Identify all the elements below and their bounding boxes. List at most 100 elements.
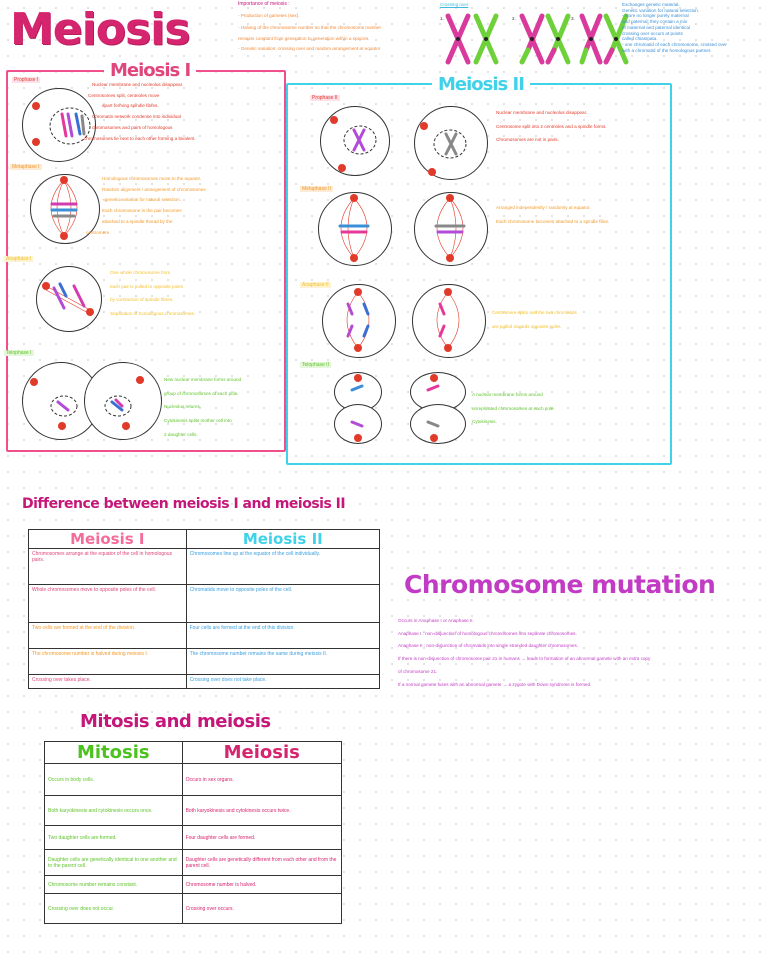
note-line: A nuclear membrane forms around	[472, 392, 543, 397]
importance-line: - Halving of the chromosome number so th…	[238, 24, 381, 30]
note-line: Anaphase II : non-disjunction of chromat…	[398, 643, 579, 649]
difference-col-meiosis-1: Meiosis I	[28, 529, 187, 549]
difference-col-meiosis-2: Meiosis II	[185, 529, 381, 549]
metaphase-1-notes: Homologous chromosomes move to the equat…	[86, 176, 206, 235]
prophase-2-notes: Nuclear membrane and nucleolus disappear…	[496, 110, 607, 143]
telophase-2-cell-4	[410, 404, 466, 444]
note-line: apart forming spindle fibres.	[102, 103, 159, 109]
table-cell: Crossing over occurs.	[181, 893, 343, 924]
table-cell: Daughter cells are genetically different…	[181, 849, 343, 876]
note-line: Anaphase I : non-disjunction of homologo…	[398, 630, 577, 636]
crossing-note: crossing over occurs at points	[622, 30, 683, 36]
crossing-over-heading: Crossing over	[440, 2, 469, 7]
crossing-note: Genetic variation for natural selection.	[622, 7, 700, 13]
note-line: Homologous chromosomes move to the equat…	[102, 176, 202, 181]
note-line: Each chromosome becomes attached to a sp…	[496, 218, 610, 224]
crossing-step-number: 3.	[571, 16, 575, 21]
crossing-step-number: 2.	[512, 16, 516, 21]
table-cell: Two daughter cells are formed.	[44, 825, 183, 850]
telophase-1-cell-right	[84, 362, 162, 440]
table-row: Two cells are formed at the end of the d…	[28, 622, 381, 649]
crossing-note: - one chromatid of each chromosome, cros…	[622, 42, 727, 48]
note-line: If a normal gamete fuses with an abnorma…	[398, 681, 592, 687]
table-row: Crossing over does not occur. Crossing o…	[44, 893, 343, 924]
stage-label: Metaphase I	[10, 164, 42, 170]
note-line: chromosomes lie next to each other formi…	[84, 135, 196, 141]
importance-line: remains constant from generation to gene…	[238, 35, 370, 41]
importance-line: - Genetic variation: crossing over and r…	[238, 46, 381, 52]
table-row: Crossing over takes place. Crossing over…	[28, 674, 381, 689]
prophase-1-notes: Nuclear membrane and nucleolus disappear…	[84, 82, 196, 141]
difference-heading: Difference between meiosis I and meiosis…	[22, 496, 346, 512]
mutation-heading: Chromosome mutation	[404, 570, 716, 599]
note-line: Centrosomes split, centrioles move	[88, 92, 160, 98]
table-cell: Occurs in body cells.	[44, 763, 183, 796]
note-line: Centromere splits and the two chromatids	[492, 310, 577, 315]
crossing-note: with a chromatid of the homologous partn…	[622, 47, 712, 53]
table-cell: Both karyokinesis and cytokinesis occurs…	[44, 795, 183, 826]
table-cell: Crossing over does not take place.	[185, 674, 381, 689]
note-line: chromosomes and pairs of homologous	[92, 124, 173, 130]
table-cell: Whole chromosomes move to opposite poles…	[28, 584, 187, 623]
table-row: Occurs in body cells. Occurs in sex orga…	[44, 763, 343, 796]
note-line: - genetic variation for natural selectio…	[102, 197, 181, 203]
note-line: Cytokinesis splits mother cell into	[164, 418, 232, 424]
note-line: Occurs in Anaphase I or Anaphase II.	[398, 618, 474, 623]
note-line: unreplicated chromosomes at each pole.	[472, 405, 555, 411]
table-cell: Crossing over does not occur.	[44, 893, 183, 924]
anaphase-1-notes: One whole chromosome from each pair is p…	[110, 270, 195, 317]
table-cell: Four daughter cells are formed.	[181, 825, 343, 850]
table-cell: Both karyokinesis and cytokinesis occurs…	[181, 795, 343, 826]
importance-line: - Production of gametes (sex).	[238, 13, 300, 19]
note-line: If there is non-disjunction of chromosom…	[398, 656, 651, 662]
importance-heading: Importance of meiosis :	[238, 1, 290, 7]
mitosis-meiosis-heading: Mitosis and meiosis	[80, 711, 271, 732]
crossing-note: Exchanges genetic material.	[622, 2, 680, 7]
note-line: centromere.	[86, 229, 111, 235]
stage-label: Metaphase II	[300, 186, 333, 192]
stage-label: Telophase I	[4, 350, 34, 356]
note-line: Cytokinesis.	[472, 419, 497, 425]
note-line: Nuclear membrane and nucleolus disappear…	[496, 110, 588, 115]
metaphase-2-cell-right	[414, 192, 488, 266]
note-line: Centrosome split into 2 centrioles and a…	[496, 123, 607, 129]
table-row: Chromosomes arrange at the equator of th…	[28, 548, 381, 585]
crossing-over-notes: Exchanges genetic material. Genetic vari…	[622, 2, 766, 54]
note-line: 2 daughter cells.	[164, 431, 198, 437]
note-line: are pulled towards opposite poles.	[492, 323, 562, 329]
telophase-2-chromosomes	[350, 374, 440, 442]
note-line: Arranged independently / randomly at equ…	[496, 205, 591, 210]
table-cell: Chromosome number remains constant.	[44, 875, 183, 894]
stage-label: Prophase II	[310, 95, 340, 101]
table-cell: The chromosome number is halved during m…	[28, 648, 187, 675]
anaphase-1-spindle	[42, 282, 94, 316]
stage-label: Prophase I	[12, 77, 41, 83]
table-cell: Chromosomes line up at the equator of th…	[185, 548, 381, 585]
table-cell: Chromosomes arrange at the equator of th…	[28, 548, 187, 585]
note-line: Chromosomes are not in pairs.	[496, 137, 559, 143]
table-row: Chromosome number remains constant. Chro…	[44, 875, 343, 894]
mitosis-meiosis-table: Mitosis Meiosis Occurs in body cells. Oc…	[44, 741, 343, 924]
table-row: Two daughter cells are formed. Four daug…	[44, 825, 343, 850]
meiosis-col-header: Meiosis	[181, 741, 343, 764]
page-title: Meiosis	[10, 4, 190, 55]
telophase-1-chromosomes	[30, 376, 144, 430]
difference-table: Meiosis I Meiosis II Chromosomes arrange…	[28, 529, 381, 689]
prophase-1-chromosomes	[32, 102, 91, 146]
metaphase-2-notes: Arranged independently / randomly at equ…	[496, 205, 609, 224]
mitosis-col-header: Mitosis	[44, 741, 183, 764]
table-row: The chromosome number is halved during m…	[28, 648, 381, 675]
prophase-2-chromosomes	[330, 116, 467, 176]
crossing-step-number: 1.	[440, 16, 444, 21]
importance-section: Importance of meiosis : - Production of …	[238, 1, 438, 52]
crossing-note: - more no longer purely maternal	[622, 13, 689, 19]
table-cell: Occurs in sex organs.	[181, 763, 343, 796]
telophase-1-notes: New nuclear membrane forms around group …	[164, 377, 241, 438]
table-cell: Crossing over takes place.	[28, 674, 187, 689]
anaphase-1-cell	[36, 266, 102, 332]
note-line: of chromosome 21.	[398, 668, 438, 674]
table-row: Daughter cells are genetically identical…	[44, 849, 343, 876]
meiosis-1-heading: Meiosis I	[104, 60, 197, 81]
note-line: Separation of homologous chromosomes.	[110, 311, 196, 317]
note-line: Chromatin network condense into individu…	[92, 114, 181, 120]
